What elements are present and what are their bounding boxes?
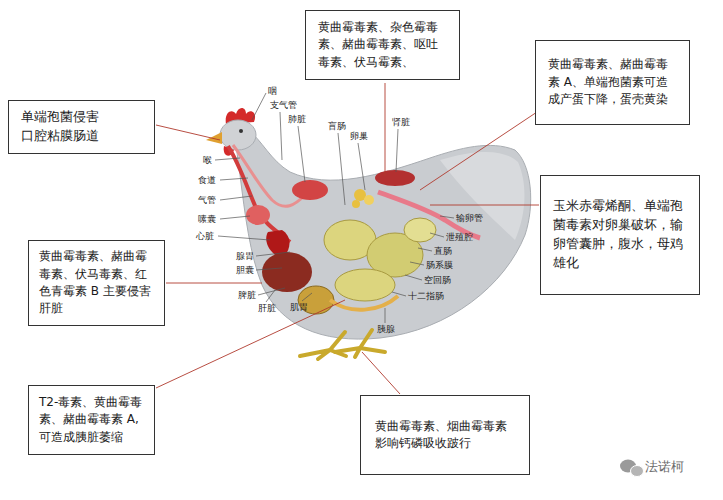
part-label: 肠系膜 (426, 260, 453, 271)
part-label: 支气管 (270, 100, 297, 111)
part-label: 卵巢 (350, 131, 368, 142)
part-label: 食道 (198, 175, 216, 186)
callout-text: 黄曲霉毒素、赭曲霉毒素、伏马毒素、红色青霉素 B 主要侵害肝脏 (39, 248, 154, 318)
part-label: 腺胃 (236, 251, 254, 262)
part-label: 空回肠 (424, 275, 451, 286)
callout-text-group: T2-毒素、黄曲霉毒素、赭曲霉毒素 A,可造成胰脏萎缩 (39, 394, 144, 446)
callout-text-group: 黄曲霉毒素、赭曲霉毒素、伏马毒素、红色青霉素 B 主要侵害肝脏 (39, 248, 154, 318)
chicken-body (236, 130, 531, 339)
part-label: 心脏 (196, 231, 214, 242)
chicken-legs (300, 330, 385, 359)
callout-box: 黄曲霉毒素、赭曲霉毒素、伏马毒素、红色青霉素 B 主要侵害肝脏 (28, 240, 165, 326)
callout-text: 黄曲霉毒素、赭曲霉毒素 A、单端孢菌素可造成产蛋下降，蛋壳黄染 (548, 56, 677, 108)
callout-text: 黄曲霉毒素、杂色霉毒素、赭曲霉毒素、呕吐毒素、伏马霉素、 (318, 19, 447, 71)
part-label: 泄殖腔 (446, 232, 473, 243)
callout-text-group: 单端孢菌侵害口腔粘膜肠道 (21, 108, 105, 146)
part-label: 肾脏 (392, 117, 410, 128)
part-label: 脾脏 (238, 290, 256, 301)
part-label: 直肠 (434, 246, 452, 257)
part-label: 胆囊 (236, 265, 254, 276)
callout-text: 单端孢菌侵害口腔粘膜肠道 (21, 108, 105, 146)
callout-text-group: 黄曲霉毒素、杂色霉毒素、赭曲霉毒素、呕吐毒素、伏马霉素、 (318, 19, 447, 71)
part-label: 盲肠 (328, 121, 346, 132)
wechat-icon (620, 460, 644, 477)
part-label: 喉 (203, 155, 212, 166)
callout-text-group: 黄曲霉毒素、赭曲霉毒素 A、单端孢菌素可造成产蛋下降，蛋壳黄染 (548, 56, 677, 108)
chicken-organs (228, 145, 480, 314)
callout-box: T2-毒素、黄曲霉毒素、赭曲霉毒素 A,可造成胰脏萎缩 (28, 385, 155, 455)
callout-text: 玉米赤霉烯酮、单端孢菌毒素对卵巢破坏，输卵管囊肿，腹水，母鸡雄化 (553, 197, 687, 272)
watermark: 法诺柯 (645, 459, 684, 475)
callout-box: 黄曲霉毒素、烟曲霉毒素影响钙磷吸收跛行 (360, 395, 530, 475)
anatomy-leader-lines (215, 93, 454, 323)
callout-leader-lines (156, 83, 539, 394)
callout-box: 黄曲霉毒素、杂色霉毒素、赭曲霉毒素、呕吐毒素、伏马霉素、 (305, 10, 460, 80)
part-label: 气管 (198, 195, 216, 206)
callout-box: 单端孢菌侵害口腔粘膜肠道 (8, 100, 155, 154)
part-label: 胰腺 (377, 324, 395, 335)
callout-text-group: 黄曲霉毒素、烟曲霉毒素影响钙磷吸收跛行 (375, 418, 515, 453)
part-label: 十二指肠 (408, 291, 444, 302)
part-label: 肌胃 (290, 302, 308, 313)
part-label: 肺脏 (288, 114, 306, 125)
part-label: 咽 (268, 86, 277, 97)
callout-text: 黄曲霉毒素、烟曲霉毒素影响钙磷吸收跛行 (375, 418, 515, 453)
part-label: 肝脏 (258, 303, 276, 314)
callout-box: 玉米赤霉烯酮、单端孢菌毒素对卵巢破坏，输卵管囊肿，腹水，母鸡雄化 (540, 175, 700, 295)
callout-text-group: 玉米赤霉烯酮、单端孢菌毒素对卵巢破坏，输卵管囊肿，腹水，母鸡雄化 (553, 197, 687, 272)
part-label: 嗉囊 (198, 214, 216, 225)
callout-text: T2-毒素、黄曲霉毒素、赭曲霉毒素 A,可造成胰脏萎缩 (39, 394, 144, 446)
part-label: 输卵管 (456, 213, 483, 224)
callout-box: 黄曲霉毒素、赭曲霉毒素 A、单端孢菌素可造成产蛋下降，蛋壳黄染 (535, 40, 690, 125)
